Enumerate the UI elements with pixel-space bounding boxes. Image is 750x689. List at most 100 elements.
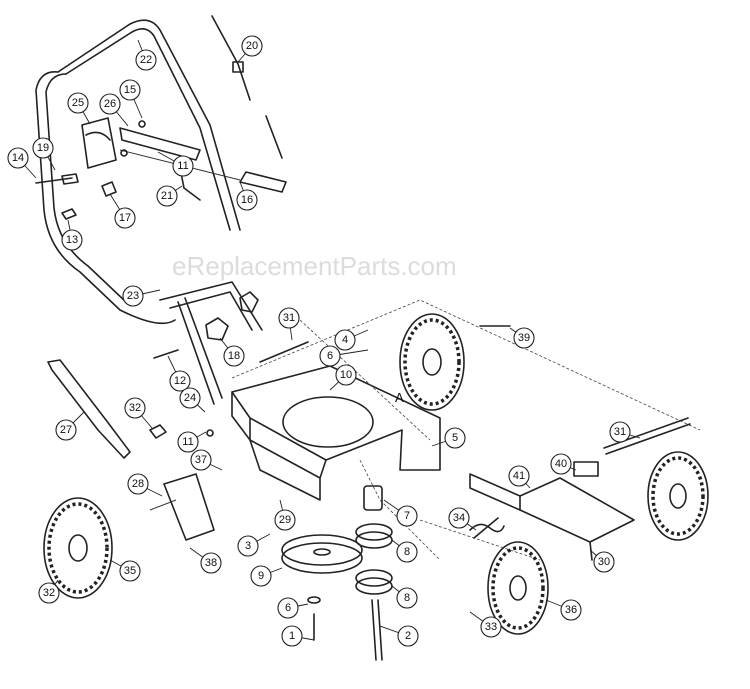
callout-number: 14: [12, 152, 24, 164]
callout-number: 11: [182, 436, 193, 448]
callout-bubble: [278, 307, 300, 329]
wheel-front-right: [399, 313, 465, 411]
callout-bubble: [609, 421, 631, 443]
wheel-rear-left: [43, 497, 113, 599]
callout-number: 8: [404, 592, 410, 604]
callout-number: 8: [404, 546, 410, 558]
callout-number: 25: [72, 97, 84, 109]
callout-number: 18: [228, 350, 240, 362]
callout-number: 23: [127, 290, 139, 302]
callout-number: 35: [124, 565, 136, 577]
callout-number: 24: [184, 392, 196, 404]
callout-bubble: [7, 147, 29, 169]
callout-bubble: [448, 507, 470, 529]
callout-bubble: [38, 582, 60, 604]
callout-number: 34: [453, 512, 465, 524]
arm-27: [47, 359, 131, 459]
callout-bubble: [444, 427, 466, 449]
callout-number: 12: [174, 375, 186, 387]
callout-number: 31: [614, 426, 626, 438]
callout-bubble: [250, 565, 272, 587]
callout-bubble: [55, 419, 77, 441]
callout-number: 31: [283, 312, 295, 324]
callout-number: 38: [205, 557, 217, 569]
callout-number: 26: [104, 98, 116, 110]
wheel-front-far-right: [647, 451, 709, 541]
callout-number: 7: [404, 510, 410, 522]
deck-assembly: [231, 299, 701, 561]
callout-number: 6: [285, 602, 291, 614]
callout-number: 20: [246, 40, 258, 52]
callout-number: 28: [132, 478, 144, 490]
callout-bubble: [119, 560, 141, 582]
rear-axle-assembly: [469, 417, 691, 561]
callout-bubble: [513, 327, 535, 349]
callout-bubble: [396, 505, 418, 527]
cable-assembly: [179, 15, 283, 201]
callout-number: 21: [161, 190, 173, 202]
callout-bubble: [223, 345, 245, 367]
callout-number: 32: [129, 402, 141, 414]
callout-bubble: [319, 345, 341, 367]
callout-bubble: [396, 541, 418, 563]
callout-bubble: [334, 329, 356, 351]
callout-number: 15: [124, 84, 136, 96]
callout-number: 19: [37, 142, 49, 154]
callout-bubble: [508, 465, 530, 487]
callout-bubble: [335, 364, 357, 386]
callout-number: 36: [565, 604, 577, 616]
callout-bubble: [281, 625, 303, 647]
callout-bubble: [124, 397, 146, 419]
callout-number: 9: [258, 570, 264, 582]
callout-number: 39: [518, 332, 530, 344]
callout-bubble: [172, 155, 194, 177]
callout-bubble: [156, 185, 178, 207]
control-assembly: [81, 117, 287, 193]
callout-number: 10: [340, 369, 352, 381]
callout-number: 33: [485, 621, 497, 633]
callout-number: 13: [66, 234, 78, 246]
callout-bubble: [593, 551, 615, 573]
callout-number: 17: [119, 212, 131, 224]
callout-number: 29: [279, 514, 291, 526]
callout-number: 22: [140, 54, 152, 66]
callout-number: 1: [289, 630, 295, 642]
watermark: eReplacementParts.com: [172, 251, 457, 281]
callout-number: 16: [241, 194, 253, 206]
callout-bubble: [119, 79, 141, 101]
callout-number: 11: [177, 160, 188, 172]
callout-bubble: [135, 49, 157, 71]
callout-bubble: [396, 587, 418, 609]
callout-number: 41: [513, 470, 525, 482]
callout-bubble: [99, 93, 121, 115]
callout-bubble: [550, 453, 572, 475]
section-letter: A: [395, 390, 404, 405]
callout-bubble: [61, 229, 83, 251]
callout-bubble: [122, 285, 144, 307]
callout-number: 27: [60, 424, 72, 436]
wheel-rear-right: [487, 541, 549, 635]
callout-bubble: [274, 509, 296, 531]
fasteners: [35, 173, 214, 439]
callout-number: 6: [327, 350, 333, 362]
callout-bubble: [480, 616, 502, 638]
callout-number: 3: [245, 540, 251, 552]
callout-number: 5: [452, 432, 458, 444]
callout-bubble: [397, 625, 419, 647]
handle-assembly: [35, 19, 263, 405]
callout-number: 32: [43, 587, 55, 599]
callout-bubble: [179, 387, 201, 409]
callout-bubble: [237, 535, 259, 557]
callout-bubble: [114, 207, 136, 229]
callout-bubble: [236, 189, 258, 211]
callout-bubble: [190, 449, 212, 471]
callout-bubble: [560, 599, 582, 621]
callout-number: 37: [195, 454, 207, 466]
callout-bubble: [277, 597, 299, 619]
callout-bubble: [169, 370, 191, 392]
callout-number: 2: [405, 630, 411, 642]
callout-bubble: [177, 431, 199, 453]
callout-bubble: [67, 92, 89, 114]
